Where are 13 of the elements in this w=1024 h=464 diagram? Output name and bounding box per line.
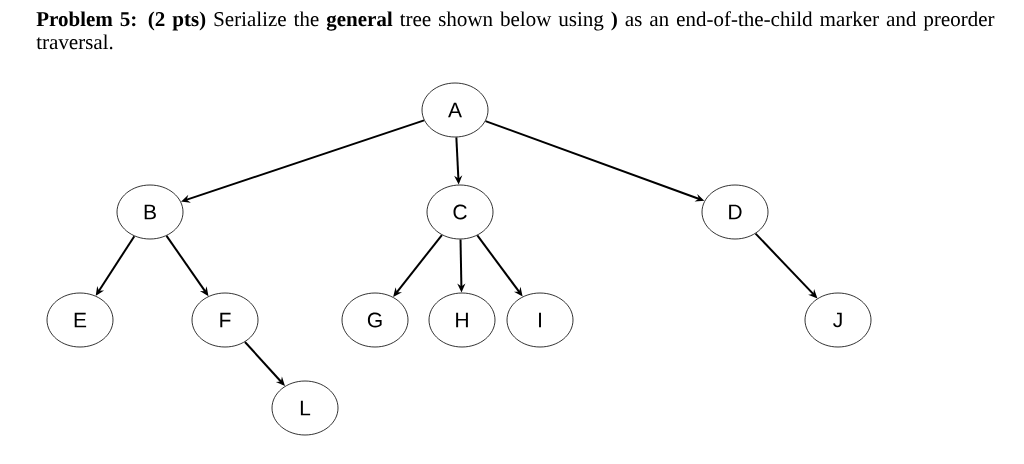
tree-node: B xyxy=(116,184,184,240)
problem-statement: Problem 5: (2 pts) Serialize the general tree shown below using ) as an end-of-the-child marker and preorder traversal. xyxy=(36,11,995,50)
tree-node: C xyxy=(426,184,494,240)
tree-node: J xyxy=(804,292,872,348)
tree-node: F xyxy=(191,292,259,348)
tree-node: H xyxy=(428,292,496,348)
tree-node: D xyxy=(701,184,769,240)
tree-node: G xyxy=(341,292,409,348)
tree-node: L xyxy=(271,380,339,436)
arrow xyxy=(393,234,443,297)
tree-node: I xyxy=(506,292,574,348)
tree-node: A xyxy=(421,82,489,138)
tree-node: E xyxy=(46,292,114,348)
